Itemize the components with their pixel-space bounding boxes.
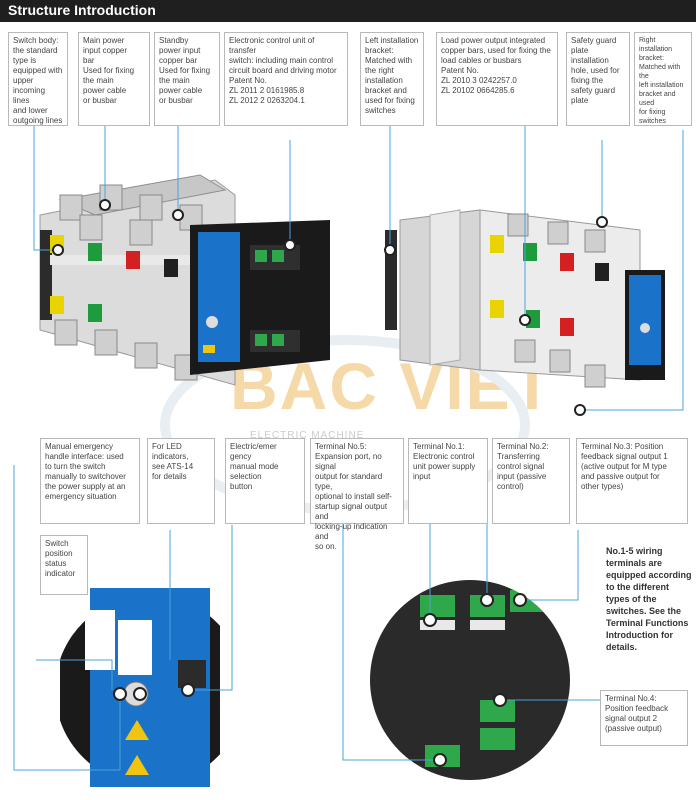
page-title: Structure Introduction xyxy=(8,2,156,18)
right-switch-body xyxy=(385,209,665,388)
callout-led-indicators: For LED indicators, see ATS-14 for detai… xyxy=(147,438,215,524)
callout-terminal-2: Terminal No.2: Transferring control sign… xyxy=(492,438,570,524)
callout-terminal-1: Terminal No.1: Electronic control unit p… xyxy=(408,438,488,524)
callout-main-power-bar: Main power input copper bar Used for fix… xyxy=(78,32,150,126)
watermark-subtitle: ELECTRIC MACHINE xyxy=(250,430,365,441)
callout-manual-handle: Manual emergency handle interface: used … xyxy=(40,438,140,524)
callout-right-bracket: Right installation bracket: Matched with… xyxy=(634,32,692,126)
callout-mode-button: Electric/emer gency manual mode selectio… xyxy=(225,438,305,524)
page-header: Structure Introduction xyxy=(0,0,696,22)
callout-terminal-4: Terminal No.4: Position feedback signal … xyxy=(600,690,688,746)
callout-electronic-control-unit: Electronic control unit of transfer swit… xyxy=(224,32,348,126)
left-switch-body xyxy=(39,174,236,386)
callout-position-indicator: Switch position status indicator xyxy=(40,535,88,595)
callout-safety-guard: Safety guard plate installation hole, us… xyxy=(566,32,630,126)
callout-terminal-5: Terminal No.5: Expansion port, no signal… xyxy=(310,438,404,551)
left-control-unit xyxy=(190,220,330,375)
callout-standby-power-bar: Standby power input copper bar Used for … xyxy=(154,32,220,126)
callout-switch-body: Switch body: the standard type is equipp… xyxy=(8,32,68,126)
terminal-note: No.1-5 wiring terminals are equipped acc… xyxy=(606,546,692,652)
zoom-panel-left xyxy=(60,588,220,787)
callout-terminal-3: Terminal No.3: Position feedback signal … xyxy=(576,438,688,524)
callout-load-output-bars: Load power output integrated copper bars… xyxy=(436,32,558,126)
callout-left-bracket: Left installation bracket: Matched with … xyxy=(360,32,424,126)
zoom-panel-right xyxy=(370,580,570,780)
leader-markers xyxy=(52,199,608,767)
